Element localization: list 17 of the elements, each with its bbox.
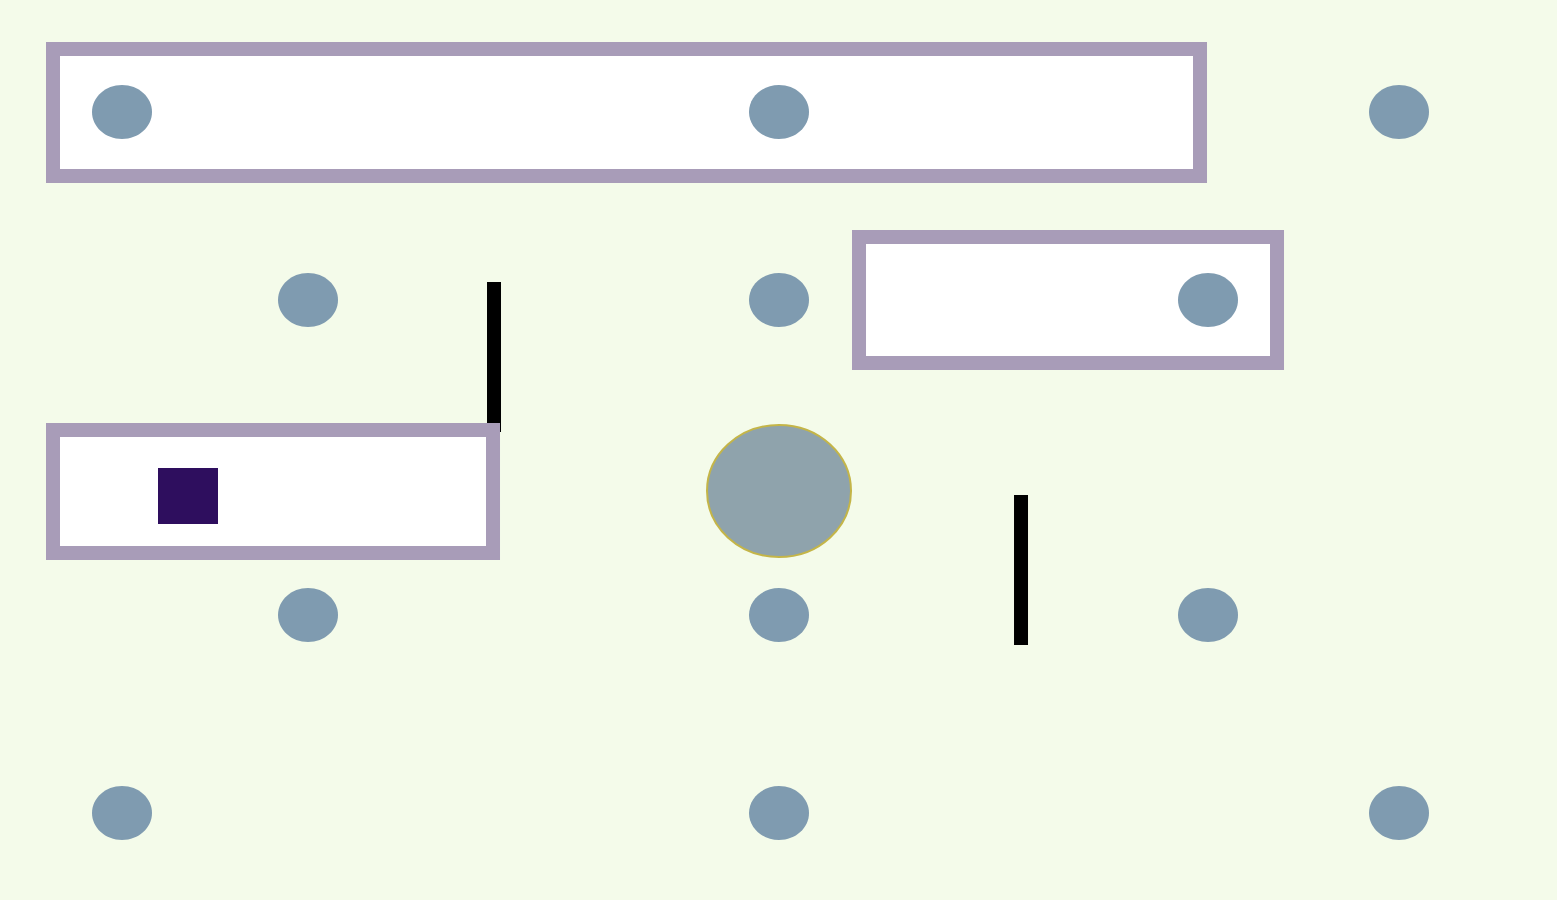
dot <box>278 588 338 642</box>
dot <box>749 786 809 840</box>
dot <box>1178 273 1238 327</box>
dot <box>749 588 809 642</box>
rectangle-frame <box>46 423 500 560</box>
rectangle-frame <box>852 230 1284 370</box>
dot <box>749 273 809 327</box>
dot <box>278 273 338 327</box>
dot <box>92 85 152 139</box>
ball <box>706 424 852 558</box>
dot <box>92 786 152 840</box>
dot <box>1178 588 1238 642</box>
dot <box>1369 85 1429 139</box>
dot <box>749 85 809 139</box>
rectangle-frame <box>46 42 1207 183</box>
square-block <box>158 468 218 524</box>
dot <box>1369 786 1429 840</box>
